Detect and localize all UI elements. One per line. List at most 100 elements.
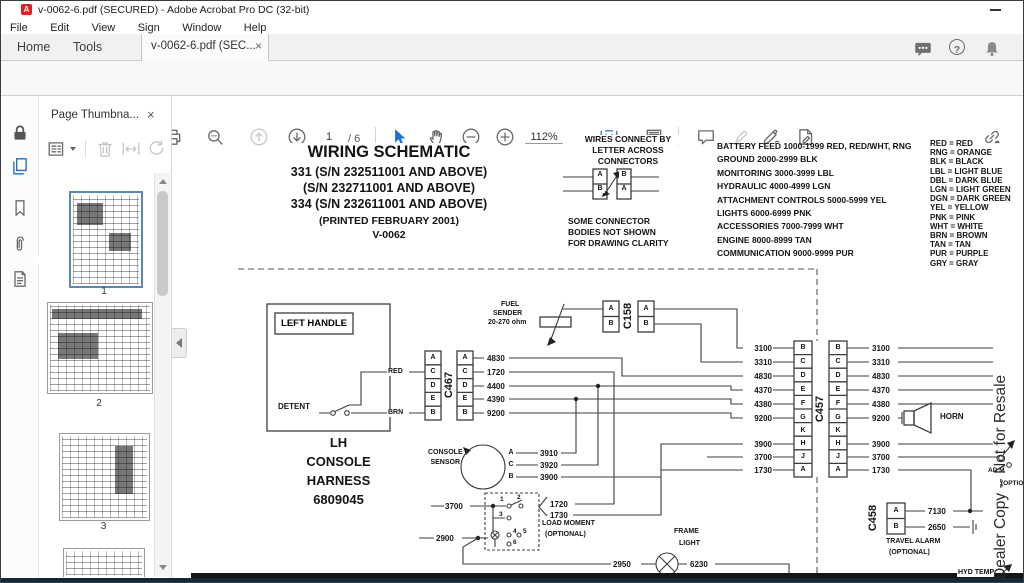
hyd-temp-label: HYD TEMP: [957, 569, 995, 577]
c457-pin: F: [833, 400, 843, 408]
c457-pin: E: [798, 386, 808, 394]
schematic-subtitle: (S/N 232711001 AND ABOVE): [278, 181, 500, 195]
c457-pin: D: [833, 372, 843, 380]
harness-label: LH CONSOLE HARNESS 6809045: [296, 433, 381, 509]
wire-number: 2900: [435, 534, 455, 543]
tab-document[interactable]: v-0062-6.pdf (SEC... ×: [141, 34, 269, 61]
help-icon[interactable]: ?: [949, 39, 965, 55]
switch-pin: 6: [512, 539, 518, 546]
switch-pin: 4: [512, 528, 518, 535]
horn-label: HORN: [939, 412, 965, 421]
wire-number: 3700: [871, 453, 891, 462]
wire-number: 3900: [743, 440, 773, 449]
wire-number: 4830: [743, 372, 773, 381]
title-bar: A v-0062-6.pdf (SECURED) - Adobe Acrobat…: [1, 1, 1024, 18]
c457-pin: K: [798, 427, 808, 435]
legend-line: HYDRAULIC 4000-4999 LGN: [717, 180, 911, 193]
wire-color-brn: BRN: [387, 409, 404, 417]
wire-number: 6230: [689, 560, 709, 569]
schematic-subtitle: 334 (S/N 232611001 AND ABOVE): [278, 197, 500, 211]
note-connect: CONNECTORS: [567, 157, 689, 167]
c467-pin: B: [428, 409, 438, 417]
frame-light-label: LIGHT: [678, 540, 701, 548]
wire-number: 1730: [871, 466, 891, 475]
wire-number: 1720: [549, 500, 569, 509]
fuel-sender-label: 20-270 ohm: [487, 319, 528, 327]
c457-pin: B: [833, 344, 843, 352]
harness-line: CONSOLE: [296, 452, 381, 471]
connector-pin: A: [595, 171, 605, 179]
tab-tools[interactable]: Tools: [63, 34, 112, 61]
c158-pin: A: [641, 305, 651, 313]
note-bodies: SOME CONNECTOR: [567, 217, 651, 227]
switch-pin: 1: [499, 496, 505, 503]
c457-pin: J: [833, 453, 843, 461]
wire-number: 3700: [743, 453, 773, 462]
note-connect: WIRES CONNECT BY: [567, 135, 689, 145]
c457-pin: C: [798, 358, 808, 366]
load-moment-label: (OPTIONAL): [544, 531, 587, 539]
wire-number: 4380: [743, 400, 773, 409]
tab-close-icon[interactable]: ×: [255, 39, 262, 53]
console-sensor-label: CONSOLE: [427, 449, 461, 457]
connector-pin: B: [619, 171, 629, 179]
legend-line: ACCESSORIES 7000-7999 WHT: [717, 220, 911, 233]
wire-number: 4400: [486, 382, 506, 391]
schematic-title: WIRING SCHEMATIC: [278, 143, 500, 162]
legend-line: ATTACHMENT CONTROLS 5000-5999 YEL: [717, 194, 911, 207]
c457-pin: A: [833, 466, 843, 474]
detent-label: DETENT: [277, 402, 311, 411]
window-title: v-0062-6.pdf (SECURED) - Adobe Acrobat P…: [38, 4, 309, 16]
c467-pin: D: [460, 382, 470, 390]
schematic-subtitle: (PRINTED FEBRUARY 2001): [278, 215, 500, 227]
c457-pin: H: [798, 440, 808, 448]
wire-number: 1730: [549, 511, 569, 520]
harness-line: LH: [296, 433, 381, 452]
connector-pin: A: [619, 185, 629, 193]
wire-color-legend: RED = RED RNG = ORANGE BLK = BLACK LBL =…: [930, 139, 1011, 268]
legend-line: YEL = YELLOW: [930, 203, 1011, 212]
fuel-sender-label: FUEL: [500, 301, 520, 309]
c458-pin: B: [891, 523, 901, 531]
legend-line: TAN = TAN: [930, 240, 1011, 249]
acrobat-logo-icon: A: [21, 4, 32, 15]
wire-number: 3310: [743, 358, 773, 367]
minimize-button[interactable]: [990, 9, 1001, 11]
wire-number: 4370: [871, 386, 891, 395]
wire-number: 1720: [486, 368, 506, 377]
c457-pin: G: [798, 414, 808, 422]
c457-pin: B: [798, 344, 808, 352]
main-toolbar: 1 / 6 112%: [1, 61, 1024, 96]
wire-number: 3910: [539, 449, 559, 458]
c457-pin: D: [798, 372, 808, 380]
sensor-pin: A: [506, 449, 516, 457]
schematic-subtitle: 331 (S/N 232511001 AND ABOVE): [278, 165, 500, 179]
wire-number: 3920: [539, 461, 559, 470]
note-connect: LETTER ACROSS: [567, 146, 689, 156]
connector-pin: B: [595, 185, 605, 193]
taskbar-strip: [1, 578, 1024, 583]
legend-line: BLK = BLACK: [930, 157, 1011, 166]
legend-line: COMMUNICATION 9000-9999 PUR: [717, 247, 911, 260]
c458-connector-label: C458: [867, 503, 879, 533]
left-handle-label: LEFT HANDLE: [275, 313, 353, 334]
wire-number: 3900: [539, 473, 559, 482]
sensor-pin: B: [506, 473, 516, 481]
wire-number: 4380: [871, 400, 891, 409]
legend-line: WHT = WHITE: [930, 222, 1011, 231]
tab-document-title: v-0062-6.pdf (SEC...: [151, 40, 256, 52]
wire-number: 4370: [743, 386, 773, 395]
travel-alarm-label: TRAVEL ALARM: [885, 538, 941, 546]
c457-pin: J: [798, 453, 808, 461]
c457-pin: G: [833, 414, 843, 422]
wire-number: 3100: [743, 344, 773, 353]
c467-pin: A: [460, 354, 470, 362]
sensor-pin: C: [506, 461, 516, 469]
c467-pin: E: [428, 395, 438, 403]
c467-pin: E: [460, 395, 470, 403]
legend-line: LBL = LIGHT BLUE: [930, 167, 1011, 176]
tab-home[interactable]: Home: [7, 34, 60, 61]
frame-light-label: FRAME: [673, 528, 700, 536]
wire-number: 4830: [486, 354, 506, 363]
